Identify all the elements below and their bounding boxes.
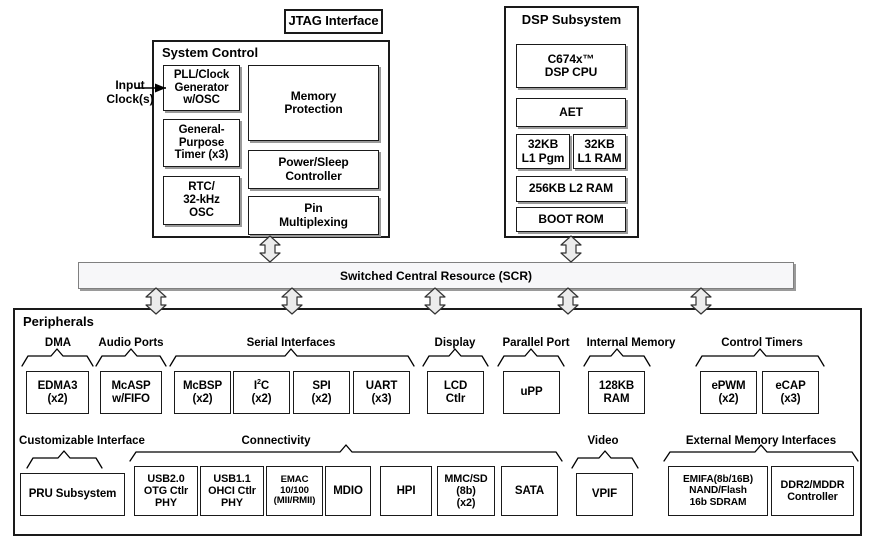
block-sata: SATA: [501, 466, 558, 516]
block-label: 128KB RAM: [598, 379, 635, 405]
group-label-connectivity: Connectivity: [241, 435, 311, 447]
block-pru-subsystem: PRU Subsystem: [20, 473, 125, 516]
block-label: SPI (x2): [311, 379, 332, 405]
block-label: LCD Ctlr: [443, 379, 468, 405]
block-general-purpose-timer: General- Purpose Timer (x3): [163, 119, 240, 167]
block-jtag-interface: JTAG Interface: [284, 9, 383, 34]
block-label: UART (x3): [365, 379, 398, 405]
block-label: Switched Central Resource (SCR): [339, 268, 533, 283]
group-label-internal-memory: Internal Memory: [586, 337, 676, 349]
group-label-dma: DMA: [44, 337, 72, 349]
block-hpi: HPI: [380, 466, 432, 516]
block-label: DDR2/MDDR Controller: [780, 478, 845, 503]
block-power-sleep-controller: Power/Sleep Controller: [248, 150, 379, 189]
i2c-text: I2C: [253, 377, 270, 392]
group-label-serial-interfaces: Serial Interfaces: [246, 337, 336, 349]
block-label: PLL/Clock Generator w/OSC: [173, 68, 230, 107]
block-edma3: EDMA3 (x2): [26, 371, 89, 414]
arrow-dsp-to-scr: [560, 235, 582, 263]
group-label-audio-ports: Audio Ports: [98, 337, 164, 349]
block-ddr2-mddr-controller: DDR2/MDDR Controller: [771, 466, 854, 516]
block-emac: EMAC 10/100 (MII/RMII): [266, 466, 323, 516]
block-label: HPI: [396, 484, 416, 497]
block-lcd-ctlr: LCD Ctlr: [427, 371, 484, 414]
block-usb20-otg-ctlr-phy: USB2.0 OTG Ctlr PHY: [134, 466, 198, 516]
arrow-system-control-to-scr: [259, 235, 281, 263]
block-mmc-sd: MMC/SD (8b) (x2): [437, 466, 495, 516]
block-label: 256KB L2 RAM: [528, 181, 614, 196]
block-label: SATA: [514, 484, 545, 497]
block-upp: uPP: [503, 371, 560, 414]
block-spi: SPI (x2): [293, 371, 350, 414]
block-mcbsp: McBSP (x2): [174, 371, 231, 414]
block-memory-protection: Memory Protection: [248, 65, 379, 141]
block-label: PRU Subsystem: [28, 488, 117, 501]
block-label: Memory Protection: [284, 88, 343, 116]
block-i2c: I2C (x2): [233, 371, 290, 414]
block-label: eCAP (x3): [775, 379, 806, 405]
block-label: EDMA3 (x2): [37, 379, 78, 405]
block-label: MDIO: [333, 484, 363, 497]
block-boot-rom: BOOT ROM: [516, 207, 626, 232]
block-label: EMIFA(8b/16B) NAND/Flash 16b SDRAM: [682, 473, 754, 508]
block-pll-clock-generator: PLL/Clock Generator w/OSC: [163, 65, 240, 111]
block-l1-ram: 32KB L1 RAM: [573, 134, 626, 169]
block-label: McBSP (x2): [182, 379, 223, 405]
label-input-clocks: Input Clock(s): [106, 78, 154, 107]
block-label: USB2.0 OTG Ctlr PHY: [143, 472, 189, 510]
group-label-control-timers: Control Timers: [721, 337, 803, 349]
group-label-video: Video: [587, 435, 619, 447]
block-label: Power/Sleep Controller: [278, 155, 349, 183]
block-label: AET: [559, 104, 583, 119]
block-l2-ram: 256KB L2 RAM: [516, 176, 626, 202]
block-aet: AET: [516, 98, 626, 127]
block-label: ePWM (x2): [711, 379, 746, 405]
group-system-control-title: System Control: [162, 45, 259, 60]
block-vpif: VPIF: [576, 473, 633, 516]
block-pin-multiplexing: Pin Multiplexing: [248, 196, 379, 235]
block-label: RTC/ 32-kHz OSC: [183, 181, 220, 219]
block-label: 32KB L1 Pgm: [521, 137, 565, 165]
block-label: uPP: [520, 386, 543, 399]
block-l1-pgm: 32KB L1 Pgm: [516, 134, 570, 169]
group-label-parallel-port: Parallel Port: [502, 337, 570, 349]
block-rtc-32khz-osc: RTC/ 32-kHz OSC: [163, 176, 240, 225]
block-mcasp-wfifo: McASP w/FIFO: [100, 371, 162, 414]
group-label-external-memory-interfaces: External Memory Interfaces: [685, 435, 837, 447]
block-label: C674x™ DSP CPU: [544, 51, 598, 79]
block-switched-central-resource: Switched Central Resource (SCR): [78, 262, 794, 289]
group-label-customizable-interface: Customizable Interface: [19, 435, 145, 447]
block-label: I2C (x2): [251, 377, 272, 405]
block-usb11-ohci-ctlr-phy: USB1.1 OHCI Ctlr PHY: [200, 466, 264, 516]
block-uart: UART (x3): [353, 371, 410, 414]
group-label-display: Display: [434, 337, 476, 349]
group-dsp-subsystem-title: DSP Subsystem: [521, 12, 622, 27]
block-label: EMAC 10/100 (MII/RMII): [273, 473, 316, 507]
block-label: McASP w/FIFO: [111, 379, 151, 405]
block-label: JTAG Interface: [288, 13, 379, 29]
block-mdio: MDIO: [325, 466, 371, 516]
block-label: MMC/SD (8b) (x2): [444, 472, 488, 510]
block-label: BOOT ROM: [538, 211, 604, 226]
block-label: General- Purpose Timer (x3): [174, 123, 229, 162]
block-label: USB1.1 OHCI Ctlr PHY: [208, 472, 256, 510]
block-c674x-dsp-cpu: C674x™ DSP CPU: [516, 44, 626, 88]
group-peripherals-title: Peripherals: [23, 314, 94, 329]
block-128kb-ram: 128KB RAM: [588, 371, 645, 414]
block-emifa: EMIFA(8b/16B) NAND/Flash 16b SDRAM: [668, 466, 768, 516]
block-ecap: eCAP (x3): [762, 371, 819, 414]
block-label: 32KB L1 RAM: [577, 137, 622, 165]
block-epwm: ePWM (x2): [700, 371, 757, 414]
block-label: Pin Multiplexing: [279, 201, 348, 229]
block-label: VPIF: [591, 488, 618, 501]
